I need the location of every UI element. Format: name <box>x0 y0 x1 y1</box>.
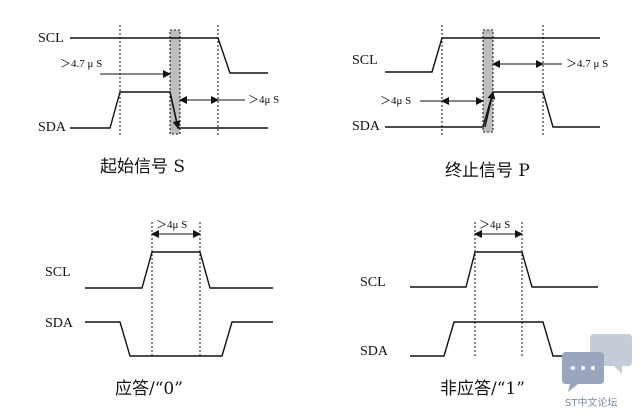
stop-t1-label: ＞4μ S <box>380 95 411 107</box>
ack-scl-label: SCL <box>45 265 71 280</box>
ack-sda-waveform <box>85 321 273 357</box>
stop-scl-label: SCL <box>352 53 378 68</box>
start-sda-waveform <box>70 91 268 129</box>
stop-condition-panel: SCL SDA ＞4.7 μ S ＞4μ S 终止信号 P <box>352 25 608 181</box>
start-condition-panel: SCL SDA ＞4.7 μ S ＞4μ S 起始信号 S <box>38 25 279 177</box>
nack-sda-waveform <box>410 321 598 357</box>
nack-t1-label: ＞4μ S <box>479 219 510 231</box>
start-scl-label: SCL <box>38 31 64 46</box>
stop-scl-waveform <box>385 37 600 73</box>
stop-transition-bar <box>482 29 494 133</box>
nack-caption: 非应答/“1” <box>440 379 525 399</box>
chat-bubble-icon <box>562 334 632 392</box>
stop-sda-waveform <box>385 91 600 128</box>
watermark-text: ST中文论坛 <box>565 396 617 409</box>
start-scl-waveform <box>70 37 268 74</box>
nack-sda-label: SDA <box>360 344 389 359</box>
nack-panel: SCL SDA ＞4μ S 非应答/“1” <box>360 219 598 399</box>
stop-caption: 终止信号 P <box>445 161 530 181</box>
start-t1-label: ＞4.7 μ S <box>60 58 102 70</box>
start-transition-bar <box>169 29 181 135</box>
ack-caption: 应答/“0” <box>115 379 183 399</box>
nack-scl-waveform <box>410 251 598 288</box>
ack-sda-label: SDA <box>45 316 74 331</box>
watermark: ST中文论坛 <box>562 334 632 409</box>
stop-t2-label: ＞4.7 μ S <box>566 58 608 70</box>
ack-panel: SCL SDA ＞4μ S 应答/“0” <box>45 219 273 399</box>
start-caption: 起始信号 S <box>100 157 185 177</box>
start-sda-falling-arrow <box>169 91 181 129</box>
start-t2-label: ＞4μ S <box>248 94 279 106</box>
ack-scl-waveform <box>85 251 273 289</box>
stop-sda-label: SDA <box>352 119 381 134</box>
start-sda-label: SDA <box>38 120 67 135</box>
ack-t1-label: ＞4μ S <box>156 219 187 231</box>
nack-scl-label: SCL <box>360 275 386 290</box>
stop-sda-rising-arrow <box>484 91 496 128</box>
